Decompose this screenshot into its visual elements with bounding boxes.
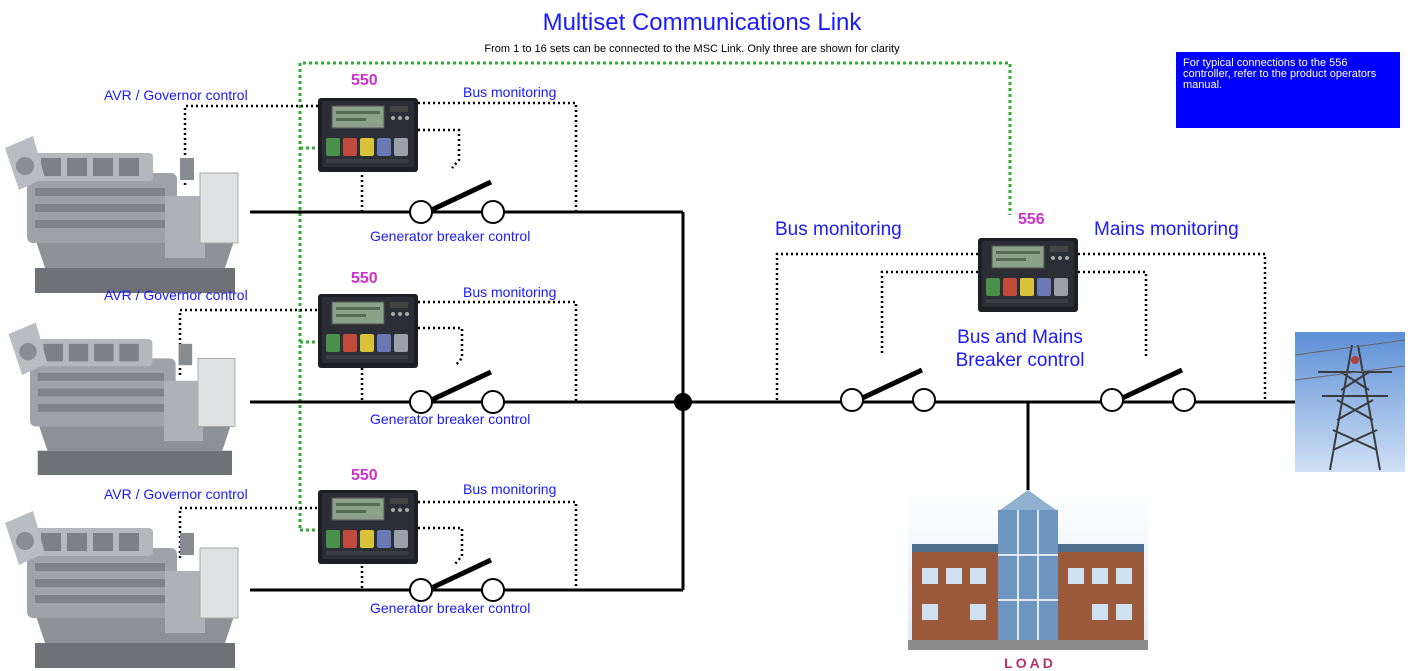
bus-junction	[674, 393, 692, 411]
mains-monitoring-label: Mains monitoring	[1094, 219, 1239, 240]
generator-set-2: 550 AVR / Governor control Bus monitorin…	[104, 270, 556, 427]
controller-icon	[318, 97, 418, 172]
pylon-icon	[1294, 332, 1406, 472]
controller-model-label: 550	[351, 467, 378, 484]
breaker-control-label: Breaker control	[956, 350, 1085, 371]
controller-model-label: 550	[351, 72, 378, 89]
diagram-title: Multiset Communications Link	[543, 9, 863, 36]
breaker-control-label: Generator breaker control	[370, 600, 530, 616]
breaker-icon	[841, 370, 935, 411]
load-building-icon	[908, 490, 1148, 650]
engine-generator-icon	[5, 135, 239, 293]
bus-monitoring-label: Bus monitoring	[463, 481, 556, 497]
breaker-control-label: Generator breaker control	[370, 228, 530, 244]
diagram-subtitle: From 1 to 16 sets can be connected to th…	[484, 43, 900, 55]
msc-link	[298, 61, 1012, 532]
bus-monitoring-label: Bus monitoring	[463, 284, 556, 300]
breaker-control-label: Generator breaker control	[370, 411, 530, 427]
avr-governor-label: AVR / Governor control	[104, 87, 248, 103]
engine-generator-icon	[5, 510, 239, 668]
generator-set-1: 550 AVR / Governor control Bus monitorin…	[104, 72, 556, 244]
avr-governor-label: AVR / Governor control	[104, 486, 248, 502]
breaker-icon	[410, 182, 504, 223]
load-label: LOAD	[1004, 655, 1056, 671]
controller-model-label: 556	[1018, 211, 1045, 228]
avr-governor-label: AVR / Governor control	[104, 287, 248, 303]
controller-icon	[977, 237, 1079, 312]
controller-icon	[318, 293, 418, 368]
generator-set-3: 550 AVR / Governor control Bus monitorin…	[104, 467, 556, 616]
controller-model-label: 550	[351, 270, 378, 287]
engine-generator-icon	[8, 321, 236, 475]
breaker-control-label: Bus and Mains	[957, 327, 1083, 348]
bus-monitoring-label: Bus monitoring	[463, 84, 556, 100]
breaker-icon	[410, 560, 504, 601]
breaker-icon	[410, 372, 504, 413]
controller-icon	[318, 489, 418, 564]
bus-monitoring-label: Bus monitoring	[775, 219, 902, 240]
info-note: For typical connections to the 556 contr…	[1176, 52, 1400, 128]
mains-controller: 556 Bus monitoring Mains monitoring Bus …	[775, 211, 1239, 371]
breaker-icon	[1101, 370, 1195, 411]
